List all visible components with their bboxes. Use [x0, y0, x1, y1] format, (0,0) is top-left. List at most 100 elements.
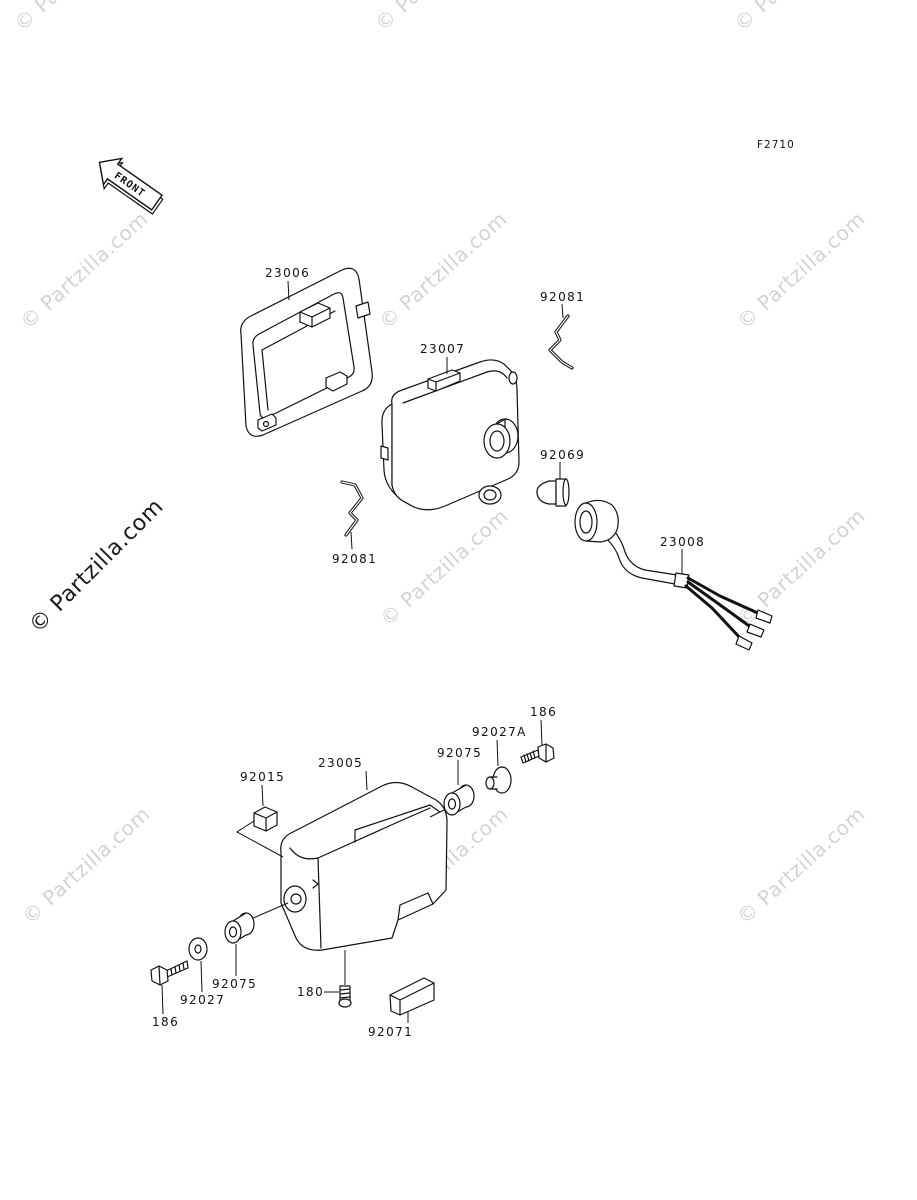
- front-arrow-body: [98, 157, 163, 211]
- leader-line: [161, 984, 164, 1015]
- leader-line: [540, 719, 543, 746]
- clamp-fold: [389, 982, 435, 1016]
- screw-head: [338, 998, 352, 1008]
- bulb-glass: [536, 480, 557, 505]
- nut-edges: [253, 811, 278, 832]
- clamp-body: [389, 977, 435, 1016]
- housing-side-knob: [508, 371, 518, 385]
- grommet-hole: [447, 798, 457, 810]
- socket-wire-lead: [684, 584, 744, 642]
- grommet-lower: [224, 912, 255, 944]
- bolt-shank: [520, 749, 540, 764]
- clamp: [389, 977, 435, 1016]
- rim-side-tab: [355, 301, 371, 319]
- diagram-code: F2710: [757, 139, 795, 151]
- bolt-lower: [150, 960, 189, 986]
- watermark-text: © Partzilla.com: [370, 0, 507, 36]
- rim-bottom-tab: [325, 371, 348, 392]
- nut: [253, 806, 278, 832]
- bolt-shank: [165, 960, 189, 978]
- socket-wire-lead: [686, 576, 762, 616]
- socket-assembly: [574, 499, 773, 651]
- collar-lower: [188, 937, 208, 961]
- socket-terminal: [755, 609, 773, 624]
- housing-edge-line: [402, 370, 508, 404]
- watermark-text: © Partzilla.com: [732, 207, 869, 334]
- housing-socket-hole: [489, 430, 505, 452]
- socket-terminal: [735, 635, 753, 651]
- callout-collar-upper: 92027A: [472, 725, 527, 739]
- callout-spring-clip-upper: 92081: [540, 290, 585, 304]
- headlight-rim: [240, 267, 373, 437]
- watermark-text: © Partzilla.com: [9, 0, 146, 36]
- leader-line: [365, 770, 368, 791]
- watermark-text: © Partzilla.com: [17, 802, 154, 929]
- grommet-hole: [228, 926, 238, 938]
- callout-clamp: 92071: [368, 1025, 413, 1039]
- watermark-text-strong: © Partzilla.com: [25, 494, 169, 638]
- bolt-head-edge: [158, 965, 161, 986]
- callout-bolt-upper: 186: [530, 705, 557, 719]
- clip-wire-core: [341, 481, 363, 536]
- callout-collar-lower: 92027: [180, 993, 225, 1007]
- clip-wire-core: [549, 315, 573, 369]
- headlight-cover: [280, 781, 448, 951]
- collar-upper: [485, 766, 512, 794]
- socket-boot-opening: [579, 510, 593, 534]
- assembly-guide-line: [236, 818, 284, 858]
- housing-left-knob: [380, 445, 389, 461]
- collar-washer-hole: [194, 944, 202, 954]
- bulb: [536, 478, 570, 507]
- assembly-guide-line: [250, 902, 289, 920]
- socket-terminal: [746, 623, 765, 638]
- cover-front-edge: [317, 857, 322, 949]
- housing-body: [391, 359, 520, 511]
- grommet-upper: [443, 784, 475, 816]
- leader-line: [350, 531, 353, 550]
- leader-line: [200, 960, 203, 993]
- housing-lower-hole: [483, 489, 497, 501]
- callout-screw: 180: [297, 985, 324, 999]
- screw-threads: [339, 988, 351, 999]
- callout-nut: 92015: [240, 770, 285, 784]
- callout-headlight-cover: 23005: [318, 756, 363, 770]
- housing-top-tab-edge: [427, 372, 461, 392]
- cover-side-hole: [290, 893, 302, 905]
- collar-tube-end: [485, 776, 495, 790]
- cover-outline: [280, 781, 448, 951]
- watermark-text: © Partzilla.com: [732, 802, 869, 929]
- rim-screw-hole: [262, 420, 270, 428]
- leader-line: [561, 303, 564, 319]
- leader-line: [496, 739, 499, 767]
- cover-raised-block: [354, 804, 441, 843]
- callout-headlight-housing: 23007: [420, 342, 465, 356]
- bulb-base-end: [562, 478, 570, 506]
- assembly-guide-line: [429, 808, 447, 818]
- callout-socket-assembly: 23008: [660, 535, 705, 549]
- cover-mark: [312, 879, 319, 889]
- bolt-upper: [520, 743, 555, 764]
- spring-clip-lower: [340, 480, 364, 537]
- watermark-text: © Partzilla.com: [15, 207, 152, 334]
- headlight-housing: [380, 359, 520, 511]
- leader-line: [287, 280, 290, 301]
- rim-top-tab-edge: [299, 307, 331, 328]
- watermark-text: © Partzilla.com: [375, 504, 512, 631]
- callout-spring-clip-lower: 92081: [332, 552, 377, 566]
- watermark-text: © Partzilla.com: [374, 207, 511, 334]
- bolt-threads: [523, 750, 536, 763]
- callout-headlight-rim: 23006: [265, 266, 310, 280]
- bolt-threads: [170, 962, 185, 976]
- cover-cutout: [397, 892, 434, 921]
- callout-grommet-lower: 92075: [212, 977, 257, 991]
- front-arrow-icon: FRONT: [98, 157, 164, 215]
- leader-line: [261, 784, 264, 807]
- watermark-text: © Partzilla.com: [729, 0, 866, 36]
- callout-bulb: 92069: [540, 448, 585, 462]
- callout-grommet-upper: 92075: [437, 746, 482, 760]
- socket-wire-lead: [686, 580, 754, 630]
- screw: [338, 985, 352, 1008]
- callout-bolt-lower: 186: [152, 1015, 179, 1029]
- spring-clip-upper: [548, 314, 574, 370]
